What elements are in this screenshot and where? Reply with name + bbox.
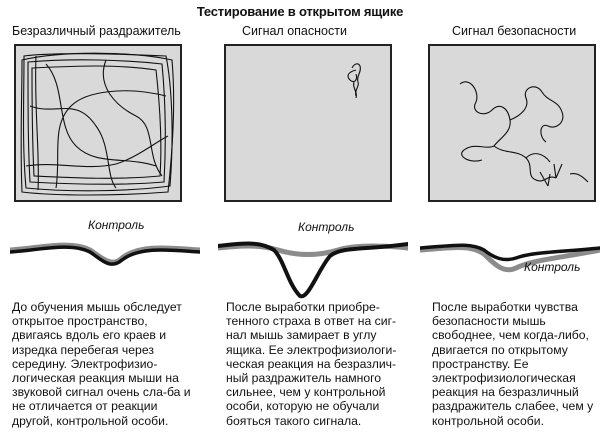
control-label: Контроль	[298, 220, 355, 234]
panel-header: Безразличный раздражитель	[12, 24, 181, 38]
panel-description: После выработки приобре-тенного страха в…	[226, 300, 397, 428]
response-wave	[218, 241, 408, 299]
panel-danger: Сигнал опасности Контроль После выработк…	[212, 0, 412, 442]
open-field-box	[14, 44, 182, 202]
mouse-path-trace	[347, 63, 361, 99]
response-wave	[420, 243, 600, 273]
open-field-box	[224, 44, 392, 202]
panel-description: После выработки чувства безопасности мыш…	[432, 300, 594, 428]
panel-header: Сигнал безопасности	[452, 24, 577, 38]
mouse-path-trace	[459, 81, 589, 187]
panel-header: Сигнал опасности	[242, 24, 347, 38]
response-wave	[10, 242, 200, 266]
mouse-path-trace	[20, 52, 175, 196]
control-label: Контроль	[88, 218, 145, 232]
figure-title: Тестирование в открытом ящике	[196, 4, 404, 19]
panel-description: До обучения мышь обследует открытое прос…	[12, 300, 191, 428]
open-field-box	[428, 44, 596, 202]
panel-safety: Сигнал безопасности Контроль После выраб…	[416, 0, 600, 442]
control-label: Контроль	[524, 260, 581, 274]
panel-indifferent: Безразличный раздражитель Контроль До об…	[0, 0, 200, 442]
